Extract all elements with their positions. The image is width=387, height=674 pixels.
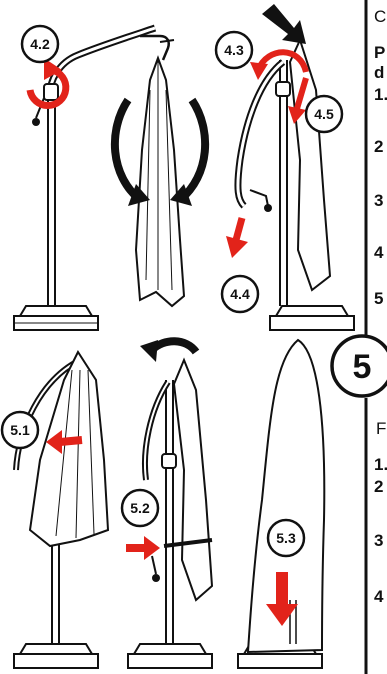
umbrella-base xyxy=(128,644,212,668)
push-arrow-black xyxy=(262,4,306,44)
side-item-bottom-3: 3 xyxy=(374,531,383,550)
side-fragment-top: C xyxy=(374,7,386,26)
side-bold-line-2: d xyxy=(374,63,384,82)
folded-canopy xyxy=(136,58,184,306)
side-fragment-bottom: F xyxy=(376,419,386,438)
rotate-arrow-black xyxy=(152,341,196,352)
panel-5-3: 5.3 xyxy=(238,340,324,668)
side-item-top-1: 1. xyxy=(374,85,387,104)
side-item-top-2: 2 xyxy=(374,137,383,156)
step-label-5-3: 5.3 xyxy=(276,530,296,546)
side-column: C P d 1. 2 3 4 5 5 F 1. 2 3 4 xyxy=(332,0,387,674)
down-arrow-red xyxy=(226,236,248,258)
side-item-top-3: 3 xyxy=(374,191,383,210)
umbrella-pole xyxy=(48,100,55,306)
side-item-bottom-2: 2 xyxy=(374,477,383,496)
umbrella-base xyxy=(14,306,98,330)
side-item-top-5: 5 xyxy=(374,289,383,308)
panel-fold xyxy=(115,36,205,306)
folded-canopy xyxy=(290,40,330,290)
step-label-4-3: 4.3 xyxy=(224,42,244,58)
panel-5-2: 5.2 xyxy=(122,340,212,668)
folded-canopy xyxy=(30,352,108,546)
side-item-bottom-1: 1. xyxy=(374,455,387,474)
umbrella-base xyxy=(14,644,98,668)
section-number: 5 xyxy=(353,348,372,386)
step-label-4-2: 4.2 xyxy=(30,36,50,52)
umbrella-base xyxy=(270,306,354,330)
side-item-top-4: 4 xyxy=(374,243,384,262)
step-label-4-4: 4.4 xyxy=(230,286,250,302)
panel-4-3-to-4-5: 4.3 4.5 4.4 xyxy=(216,4,354,330)
step-label-4-5: 4.5 xyxy=(314,106,334,122)
panel-5-1: 5.1 xyxy=(2,352,108,668)
folded-canopy xyxy=(174,360,212,600)
step-label-5-1: 5.1 xyxy=(10,422,30,438)
side-bold-line-1: P xyxy=(374,43,385,62)
panel-4-2: 4.2 xyxy=(14,26,155,330)
step-label-5-2: 5.2 xyxy=(130,500,150,516)
side-item-bottom-4: 4 xyxy=(374,587,384,606)
